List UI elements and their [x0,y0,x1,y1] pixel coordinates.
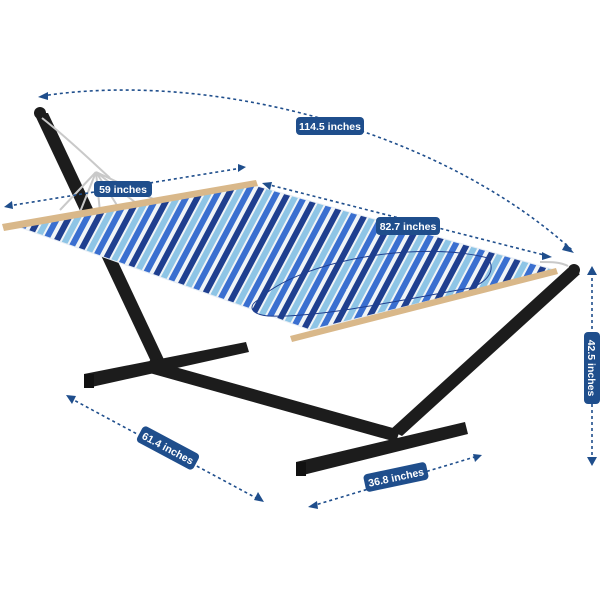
left-foot [84,342,249,388]
head-spreader-bar [2,180,258,231]
right-foot [296,422,468,476]
right-foot-cap [296,462,306,476]
dimension-base-length: 61.4 inches [66,395,264,502]
right-pole-cap [568,264,580,276]
overall-length-label: 114.5 inches [299,121,361,133]
spreader-bars [2,180,558,342]
bed-width-label: 59 inches [99,184,147,196]
hammock-bed [9,183,557,331]
right-upright-pole [390,268,580,436]
left-foot-cap [84,374,94,388]
base-beam [146,360,400,442]
dimension-bed-length: 82.7 inches [262,182,552,260]
left-pole-cap [34,107,46,119]
height-label: 42.5 inches [585,340,597,397]
foot-spreader-bar [290,268,558,342]
dimension-height: 42.5 inches [584,266,600,466]
hammock-pillow [251,250,492,317]
dimension-bed-width: 59 inches [4,164,246,209]
dimension-overall-length: 114.5 inches [38,89,574,253]
bed-length-label: 82.7 inches [380,221,437,233]
